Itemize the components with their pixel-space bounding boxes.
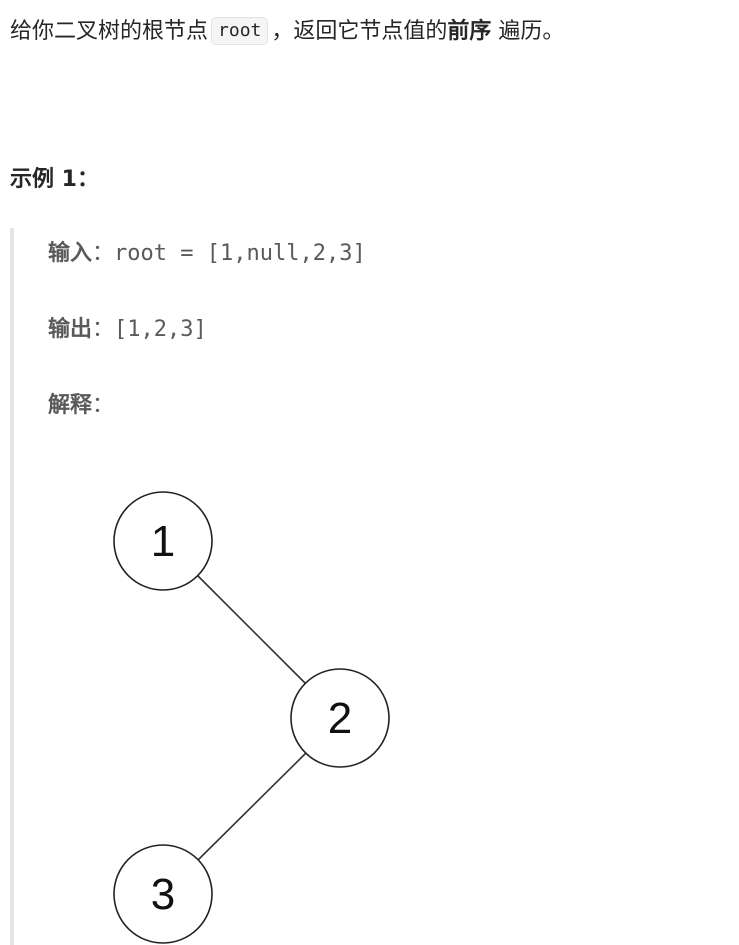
inline-code-root: root	[211, 17, 269, 45]
tree-node-2	[290, 668, 390, 768]
output-value: [1,2,3]	[114, 317, 207, 342]
description-bold-term: 前序	[447, 19, 492, 44]
tree-node-3	[113, 844, 213, 944]
explanation-colon: ：	[92, 393, 115, 418]
description-text-mid: ，返回它节点值的	[271, 19, 448, 44]
output-label: 输出	[48, 317, 93, 342]
input-label: 输入	[48, 241, 93, 266]
example-explanation-line: 解释：	[48, 386, 114, 426]
example-input-line: 输入：root = [1,null,2,3]	[48, 234, 366, 274]
explanation-label: 解释	[48, 393, 93, 418]
tree-node-1	[113, 491, 213, 591]
tree-node-3-label: 3	[151, 870, 175, 919]
description-text-before: 给你二叉树的根节点	[10, 19, 209, 44]
tree-node-2-label: 2	[328, 694, 352, 743]
example-output-line: 输出：[1,2,3]	[48, 310, 207, 350]
tree-node-1-label: 1	[151, 517, 175, 566]
example-title: 示例 1：	[10, 167, 99, 192]
example-block: 输入：root = [1,null,2,3] 输出：[1,2,3] 解释：	[10, 228, 714, 945]
description-text-after: 遍历。	[498, 19, 565, 44]
tree-edge-2-3	[197, 752, 307, 861]
input-colon: ：	[92, 241, 115, 266]
tree-edge-1-2	[197, 575, 307, 685]
output-colon: ：	[92, 317, 115, 342]
input-value: root = [1,null,2,3]	[114, 241, 366, 266]
